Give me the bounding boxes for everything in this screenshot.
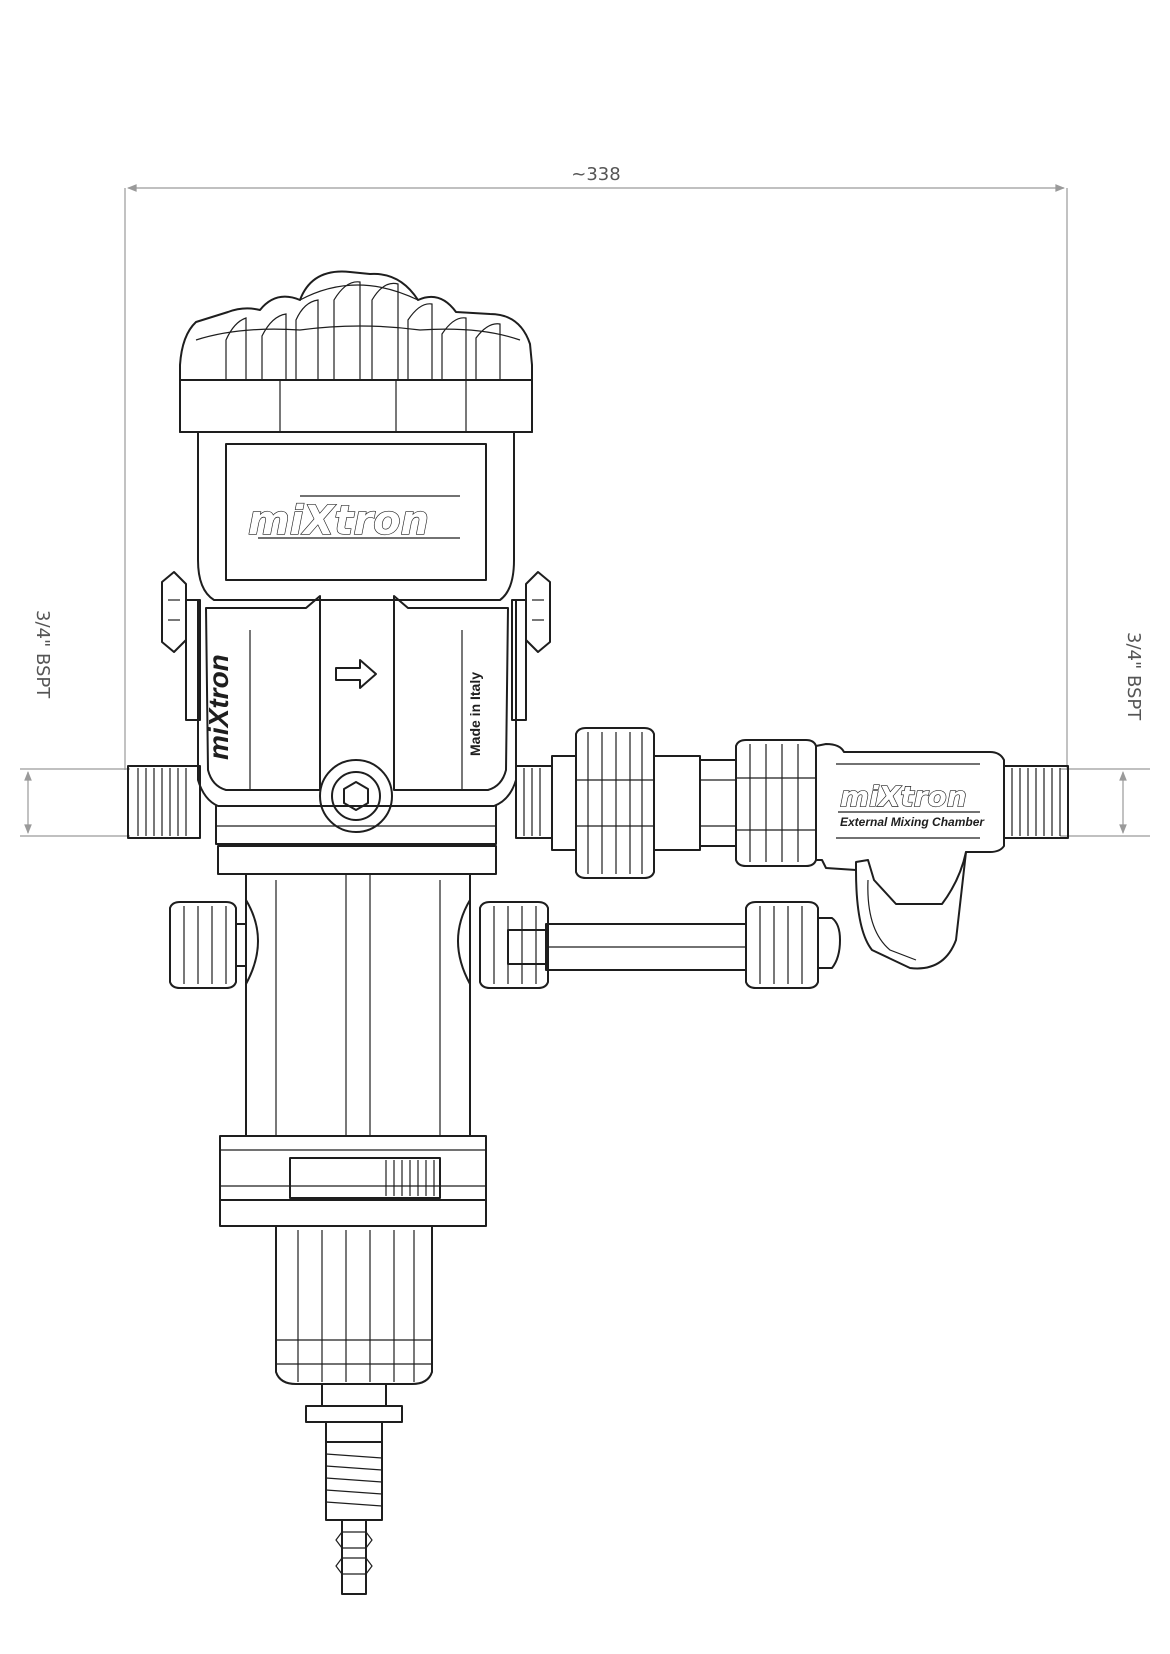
suction-nut[interactable] (275, 1225, 433, 1385)
inlet-thread (127, 765, 201, 839)
injection-nut-middle[interactable] (479, 901, 549, 989)
brand-logo-side: miXtron (203, 654, 234, 760)
injection-elbow (817, 917, 841, 969)
injection-nut-right[interactable] (745, 901, 819, 989)
right-body-thread (515, 765, 553, 839)
inlet-thread-teeth (137, 768, 187, 836)
injection-line (507, 923, 747, 971)
connector-pipe (653, 755, 737, 851)
inlet-thread-dimension: 3/4" BSPT (20, 610, 130, 837)
brand-logo-main: miXtron (248, 498, 429, 544)
width-dimension: ~338 (124, 164, 1068, 770)
top-cap (179, 270, 533, 433)
external-mixing-chamber: miXtron External Mixing Chamber (815, 743, 1005, 970)
upper-body: miXtron (197, 431, 515, 601)
made-in-italy-label: Made in Italy (467, 672, 483, 756)
union-nut-1[interactable] (551, 727, 655, 879)
outlet-thread-dimension: 3/4" BSPT (1060, 632, 1150, 837)
union-nut-2[interactable] (735, 739, 817, 867)
cap-ribs (225, 281, 501, 432)
outlet-thread-label: 3/4" BSPT (1123, 632, 1144, 721)
bleed-screw[interactable] (319, 759, 393, 833)
chamber-caption: External Mixing Chamber (840, 815, 985, 829)
right-wing-nut[interactable] (511, 571, 551, 721)
left-side-nut[interactable] (169, 901, 247, 989)
outlet-thread (1003, 765, 1069, 839)
left-wing-nut[interactable] (161, 571, 201, 721)
flow-direction-arrow-icon (335, 659, 377, 689)
dosing-adjustment-ring[interactable] (219, 1135, 487, 1227)
width-dimension-label: ~338 (571, 164, 620, 185)
lower-sleeve (245, 873, 471, 1137)
dosing-scale-ticks (385, 1160, 435, 1196)
inlet-thread-label: 3/4" BSPT (32, 610, 53, 699)
middle-body: miXtron Made in Italy (197, 595, 517, 875)
suction-fitting (305, 1383, 403, 1595)
dosing-scale-window (289, 1157, 441, 1199)
hex-socket-icon (343, 781, 369, 811)
chamber-brand-logo: miXtron (840, 780, 967, 813)
